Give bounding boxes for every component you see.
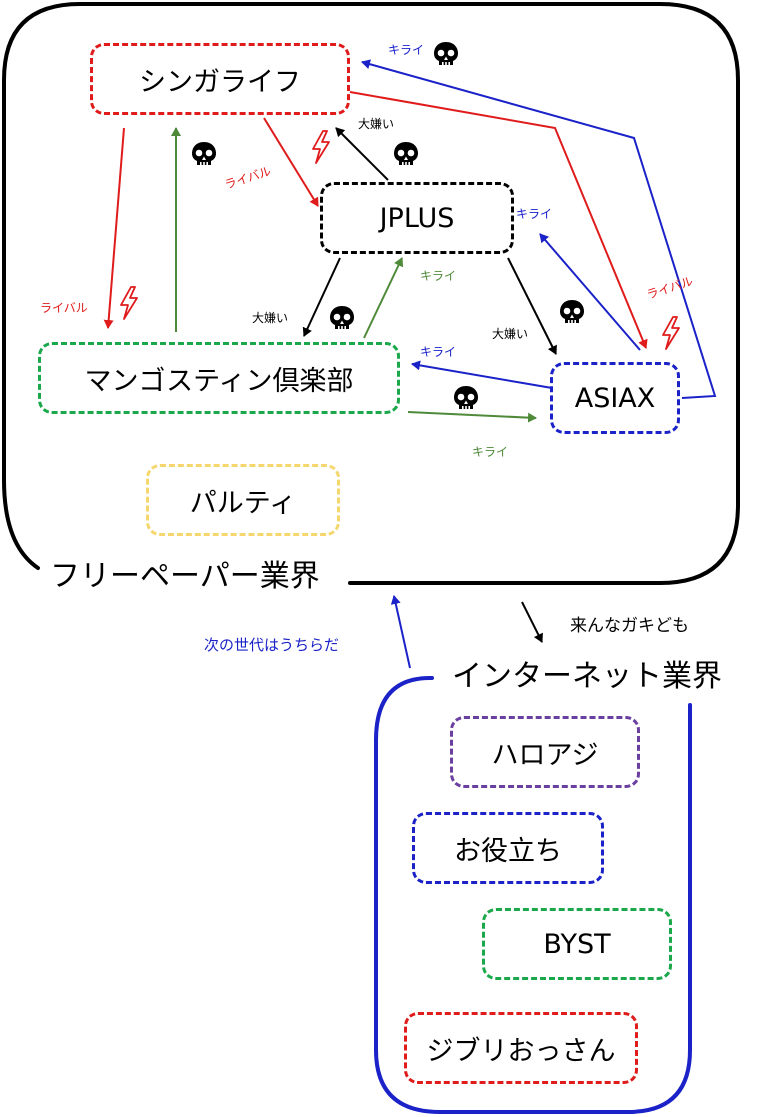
edge-singa-to-jplus [263, 117, 319, 207]
edge-mango-to-jplus [363, 257, 404, 339]
edge-jplus-to-asiax [507, 257, 557, 355]
edge-asiax-to-singa [361, 59, 717, 399]
node-ghibli: ジブリおっさん [404, 1012, 638, 1084]
label-kirai-asiax-mango: キライ [420, 345, 457, 359]
skull-icon [192, 142, 216, 165]
label-daikirai-jplus-mango: 大嫌い [252, 311, 289, 325]
skull-icon [560, 300, 584, 323]
label-kuru-na: 来んなガキども [570, 616, 689, 636]
lightning-bolt-icon [120, 286, 138, 320]
skull-icon [330, 306, 354, 329]
skull-icon [434, 42, 458, 65]
label-next-gen: 次の世代はうちらだ [204, 636, 340, 654]
freepaper-group-label: フリーペーパー業界 [46, 562, 324, 592]
label-kirai-asiax-jplus: キライ [516, 207, 553, 221]
label-kirai-asiax-singa: キライ [388, 43, 425, 57]
node-oyakudachi: お役立ち [412, 812, 604, 884]
label-daikirai-jplus-asiax: 大嫌い [492, 327, 529, 341]
label-rival-singa-mango: ライバル [40, 301, 88, 315]
label-kirai-mango-jplus: キライ [420, 269, 457, 283]
skull-icon [454, 386, 478, 409]
node-parutei: パルティ [146, 464, 340, 536]
edge-mango-to-asiax [407, 411, 537, 423]
label-daikirai-jplus-singa: 大嫌い [358, 117, 395, 131]
edge-asiax-to-jplus [539, 233, 641, 351]
freepaper-group-border [1, 2, 740, 585]
node-haroaji: ハロアジ [450, 716, 640, 788]
node-mangosteen: マンゴスティン倶楽部 [38, 342, 400, 414]
edge-singa-to-asiax [349, 91, 648, 349]
label-kirai-mango-asiax: キライ [472, 445, 509, 459]
node-jplus: JPLUS [320, 182, 514, 254]
node-byst: BYST [482, 908, 672, 980]
skull-icon [394, 142, 418, 165]
edge-jplus-to-mango [302, 257, 341, 337]
edge-internet-to-freepaper [390, 595, 411, 669]
edge-asiax-to-mango [411, 360, 553, 389]
lightning-bolt-icon [312, 130, 330, 164]
edge-freepaper-to-internet [521, 601, 543, 643]
edge-jplus-to-singa [335, 127, 389, 181]
edge-singa-to-mango [103, 127, 125, 329]
internet-group-border [374, 676, 692, 1114]
node-singalife: シンガライフ [90, 43, 350, 115]
node-asiax: ASIAX [550, 362, 680, 434]
lightning-bolt-icon [662, 316, 680, 350]
internet-group-label: インターネット業界 [448, 662, 726, 692]
